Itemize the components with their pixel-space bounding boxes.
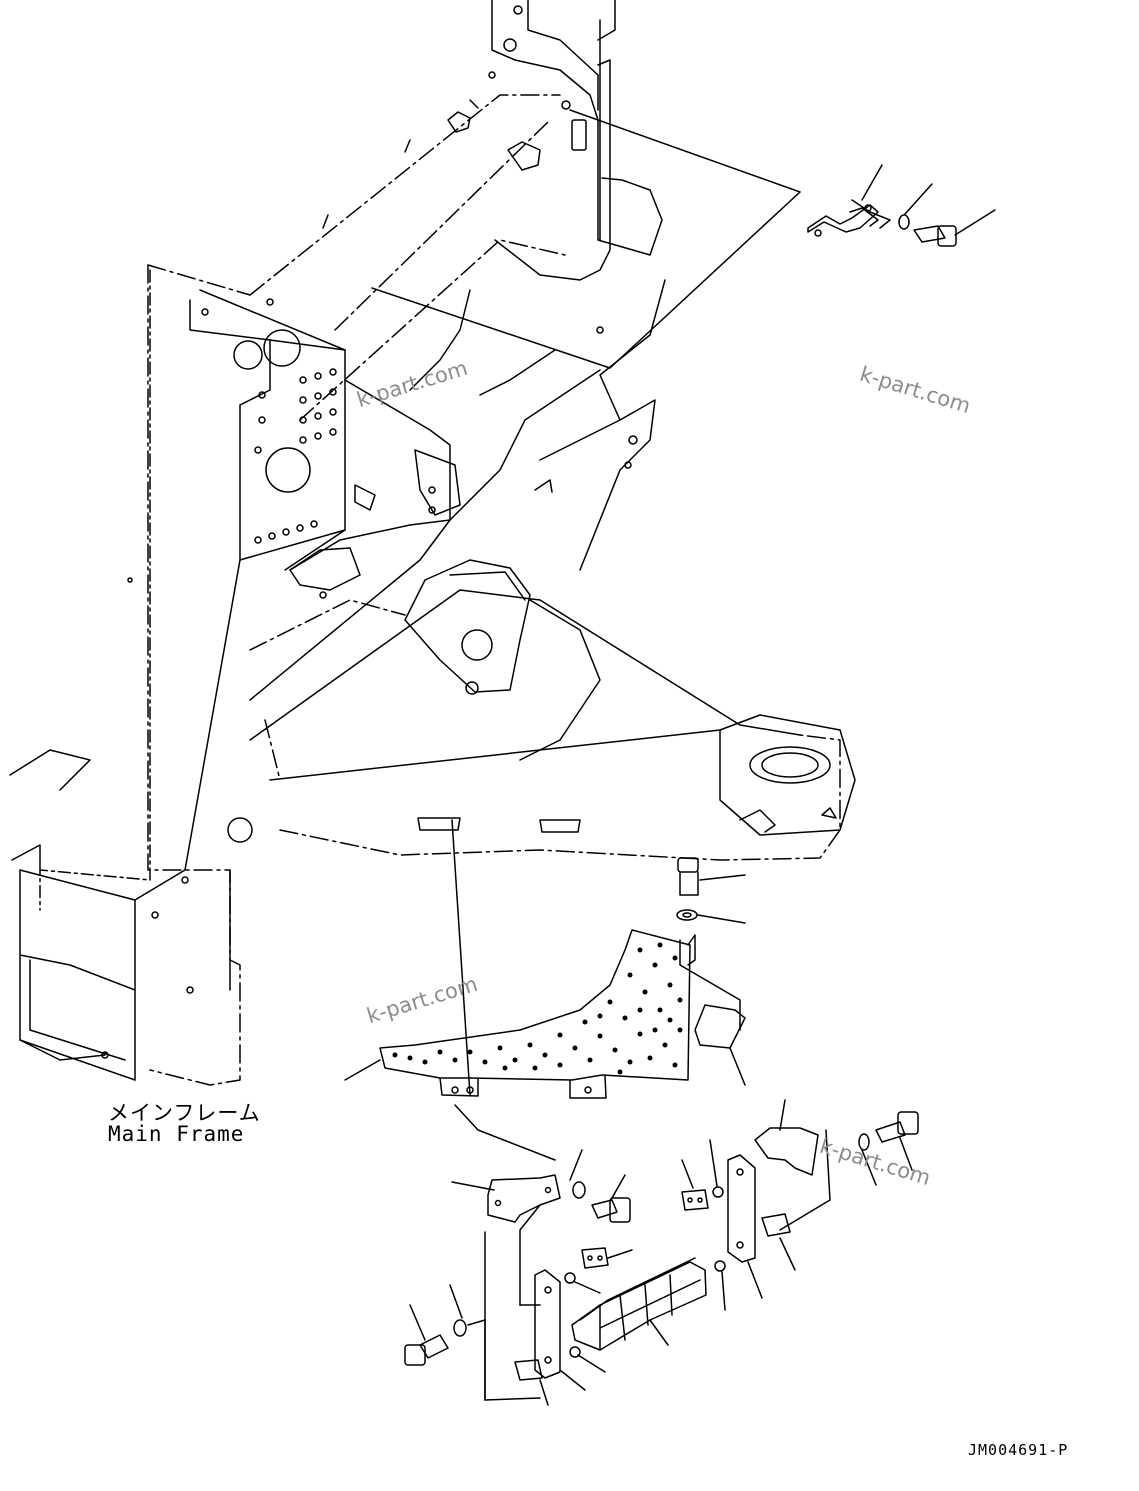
handrail-assembly bbox=[371, 109, 996, 369]
main-frame-label-jp: メインフレーム bbox=[108, 1101, 261, 1125]
main-frame bbox=[9, 0, 856, 1086]
perforation-dots bbox=[392, 942, 683, 1075]
step-parts bbox=[404, 1099, 919, 1406]
step-plate bbox=[344, 819, 746, 1161]
main-frame-label-en: Main Frame bbox=[108, 1122, 245, 1146]
document-code: JM004691-P bbox=[968, 1441, 1069, 1459]
hole-pattern bbox=[254, 368, 337, 544]
